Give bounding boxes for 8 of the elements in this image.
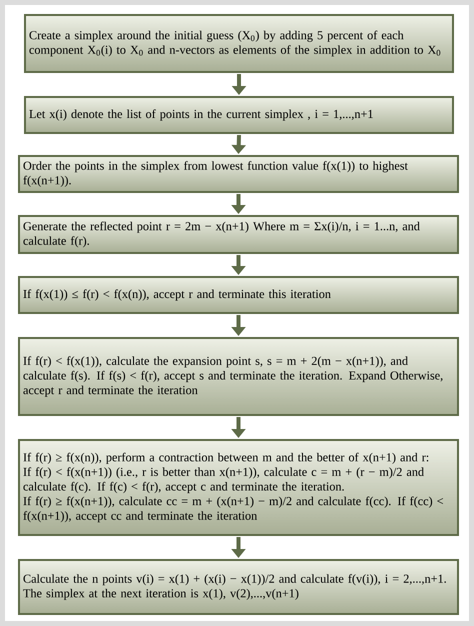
process-box: Calculate the n points v(i) = x(1) + (x(i) − x(1))/2 and calculate f(v(i)), i = 2,...,n+1. The simplex at the next iteration is x(1), v(2),...,v(n+1) (18, 559, 459, 615)
process-box: If f(x(1)) ≤ f(r) < f(x(n)), accept r and terminate this iteration (18, 276, 459, 314)
process-box: If f(r) < f(x(1)), calculate the expansion point s, s = m + 2(m − x(n+1)), and calculate f(s). If f(s) < f(r), accept s and terminate the iteration. Expand Otherwise, accept r and terminate the iteration (18, 337, 459, 416)
process-box: Let x(i) denote the list of points in the current simplex , i = 1,...,n+1 (24, 96, 454, 134)
process-box: Order the points in the simplex from lowest function value f(x(1)) to highest f(x(n+1)). (18, 155, 459, 193)
process-box: Generate the reflected point r = 2m − x(n+1) Where m = Σx(i)/n, i = 1...n, and calculate f(r). (18, 215, 459, 254)
process-box: Create a simplex around the initial guess (X$_{0}$) by adding 5 percent of each component X$_{0}$(i) to X$_{0}$ and n-vectors as elements of the simplex in addition to X$_{0}$ (24, 14, 454, 73)
process-box: If f(r) ≥ f(x(n)), perform a contraction between m and the better of x(n+1) and r: If f(r) < f(x(n+1)) (i.e., r is better than x(n+1)), calculate c = m + (r − m)/2 and calculate f(c). If f(c) < f(r), accept c and terminate the iteration. If f(r) ≥ f(x(n+1)), calculate cc = m + (x(n+1) − m)/2 and calculate f(cc). If f(cc) < f(x(n+1)), accept cc and terminate the iteration (18, 439, 459, 536)
